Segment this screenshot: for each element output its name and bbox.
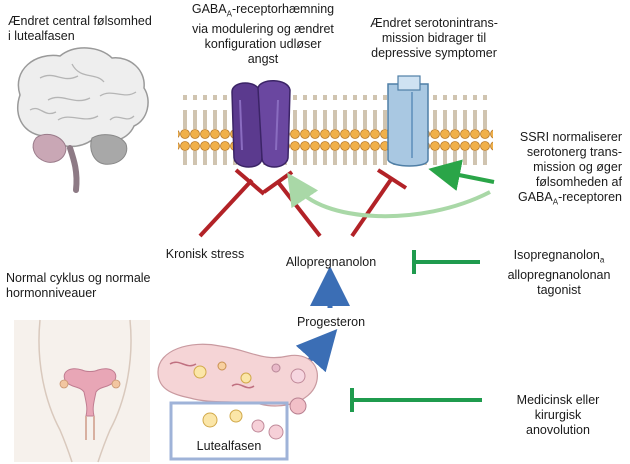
serotonin-transmission-label: Ændret serotonintrans-mission bidrager t… xyxy=(370,16,498,60)
brain-illustration xyxy=(17,47,149,193)
ovary-illustration xyxy=(157,343,318,440)
isopregnanolone-inhibition-line xyxy=(412,250,480,274)
luteal-phase-label: Lutealfasen xyxy=(196,439,262,453)
allopregnanolone-label: Allopregnanolon xyxy=(285,255,377,269)
chronic-stress-label: Kronisk stress xyxy=(165,247,245,261)
ssri-to-gaba-arrow xyxy=(287,172,491,219)
cell-membrane xyxy=(178,95,493,165)
ovary-to-progesterone-arrow xyxy=(295,329,338,373)
gaba-a-receptor xyxy=(231,80,291,168)
progesterone-label: Progesteron xyxy=(296,315,366,329)
anovulation-inhibition-line xyxy=(350,388,482,412)
ssri-to-serotonin-arrow xyxy=(428,159,495,191)
stress-inhibition-line xyxy=(198,168,266,238)
allopregnanolone-gaba-inhibition-line xyxy=(262,170,322,238)
serotonin-transporter xyxy=(387,75,429,167)
female-body-illustration xyxy=(14,319,150,463)
luteal-phase-box xyxy=(169,401,289,461)
allopregnanolone-serotonin-inhibition-line xyxy=(350,168,408,238)
